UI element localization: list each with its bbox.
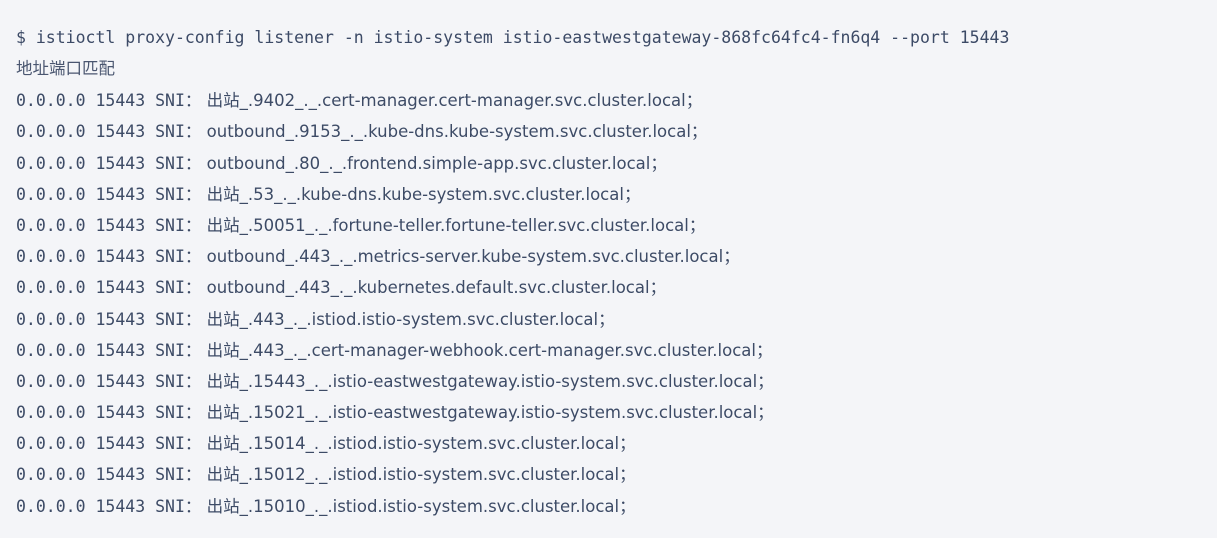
listener-row-prefix: 0.0.0.0 15443 SNI： [16, 496, 202, 516]
listener-row: 0.0.0.0 15443 SNI： outbound_.443_._.kube… [16, 272, 1217, 303]
listener-row: 0.0.0.0 15443 SNI： 出站_.53_._.kube-dns.ku… [16, 179, 1217, 210]
listener-row: 0.0.0.0 15443 SNI： outbound_.9153_._.kub… [16, 116, 1217, 147]
listener-row: 0.0.0.0 15443 SNI： 出站_.9402_._.cert-mana… [16, 85, 1217, 116]
listener-rows: 0.0.0.0 15443 SNI： 出站_.9402_._.cert-mana… [16, 85, 1217, 522]
listener-row-terminator: ； [649, 278, 667, 298]
listener-row-value: 出站_.15443_._.istio-eastwestgateway.istio… [206, 371, 758, 391]
listener-row-terminator: ； [619, 496, 636, 516]
listener-row-value: 出站_.15021_._.istio-eastwestgateway.istio… [206, 403, 758, 423]
column-header-row: 地址端口匹配 [16, 59, 115, 79]
listener-row-prefix: 0.0.0.0 15443 SNI： [16, 184, 202, 204]
listener-row-prefix: 0.0.0.0 15443 SNI： [16, 465, 202, 485]
listener-row: 0.0.0.0 15443 SNI： outbound_.80_._.front… [16, 148, 1217, 179]
listener-row: 0.0.0.0 15443 SNI： 出站_.15021_._.istio-ea… [16, 397, 1217, 428]
listener-row-value: 出站_.9402_._.cert-manager.cert-manager.sv… [206, 91, 686, 111]
listener-row-prefix: 0.0.0.0 15443 SNI： [16, 340, 202, 360]
listener-row-terminator: ； [598, 309, 615, 329]
listener-row: 0.0.0.0 15443 SNI： 出站_.50051_._.fortune-… [16, 210, 1217, 241]
listener-row-terminator: ； [723, 247, 740, 267]
listener-row-prefix: 0.0.0.0 15443 SNI： [16, 215, 202, 235]
listener-row: 0.0.0.0 15443 SNI： 出站_.443_._.cert-manag… [16, 335, 1217, 366]
listener-row-terminator: ； [755, 340, 773, 360]
listener-row-value: 出站_.50051_._.fortune-teller.fortune-tell… [206, 215, 689, 235]
listener-row-value: 出站_.443_._.cert-manager-webhook.cert-man… [206, 340, 756, 360]
listener-row: 0.0.0.0 15443 SNI： outbound_.443_._.metr… [16, 241, 1217, 272]
listener-row-value: 出站_.15012_._.istiod.istio-system.svc.clu… [206, 465, 620, 485]
command-line: $ istioctl proxy-config listener -n isti… [16, 28, 1010, 47]
listener-row-prefix: 0.0.0.0 15443 SNI： [16, 371, 202, 391]
listener-row-value: outbound_.443_._.metrics-server.kube-sys… [206, 247, 724, 267]
listener-row: 0.0.0.0 15443 SNI： 出站_.15014_._.istiod.i… [16, 428, 1217, 459]
listener-row-terminator: ； [650, 153, 667, 173]
listener-row-prefix: 0.0.0.0 15443 SNI： [16, 153, 202, 173]
listener-row-prefix: 0.0.0.0 15443 SNI： [16, 434, 202, 454]
listener-row-terminator: ； [757, 371, 774, 391]
listener-row-value: 出站_.53_._.kube-dns.kube-system.svc.clust… [206, 184, 624, 204]
listener-row-terminator: ； [757, 403, 774, 423]
listener-row-terminator: ； [619, 465, 636, 485]
listener-row-prefix: 0.0.0.0 15443 SNI： [16, 309, 202, 329]
listener-row-prefix: 0.0.0.0 15443 SNI： [16, 403, 202, 423]
listener-row-value: 出站_.15014_._.istiod.istio-system.svc.clu… [206, 434, 620, 454]
listener-row-value: outbound_.80_._.frontend.simple-app.svc.… [206, 153, 651, 173]
listener-row-terminator: ； [688, 215, 706, 235]
listener-row-terminator: ； [623, 184, 641, 204]
listener-row: 0.0.0.0 15443 SNI： 出站_.443_._.istiod.ist… [16, 304, 1217, 335]
listener-row-prefix: 0.0.0.0 15443 SNI： [16, 122, 202, 142]
listener-row-value: outbound_.443_._.kubernetes.default.svc.… [206, 278, 650, 298]
listener-row-terminator: ； [690, 122, 708, 142]
listener-row-terminator: ； [619, 434, 636, 454]
listener-row: 0.0.0.0 15443 SNI： 出站_.15010_._.istiod.i… [16, 491, 1217, 522]
listener-row-value: 出站_.15010_._.istiod.istio-system.svc.clu… [206, 496, 620, 516]
listener-row: 0.0.0.0 15443 SNI： 出站_.15443_._.istio-ea… [16, 366, 1217, 397]
listener-row-terminator: ； [685, 91, 703, 111]
listener-row: 0.0.0.0 15443 SNI： 出站_.15012_._.istiod.i… [16, 459, 1217, 490]
listener-row-prefix: 0.0.0.0 15443 SNI： [16, 278, 202, 298]
listener-row-value: outbound_.9153_._.kube-dns.kube-system.s… [206, 122, 691, 142]
listener-row-prefix: 0.0.0.0 15443 SNI： [16, 247, 202, 267]
listener-row-value: 出站_.443_._.istiod.istio-system.svc.clust… [206, 309, 599, 329]
listener-row-prefix: 0.0.0.0 15443 SNI： [16, 91, 202, 111]
